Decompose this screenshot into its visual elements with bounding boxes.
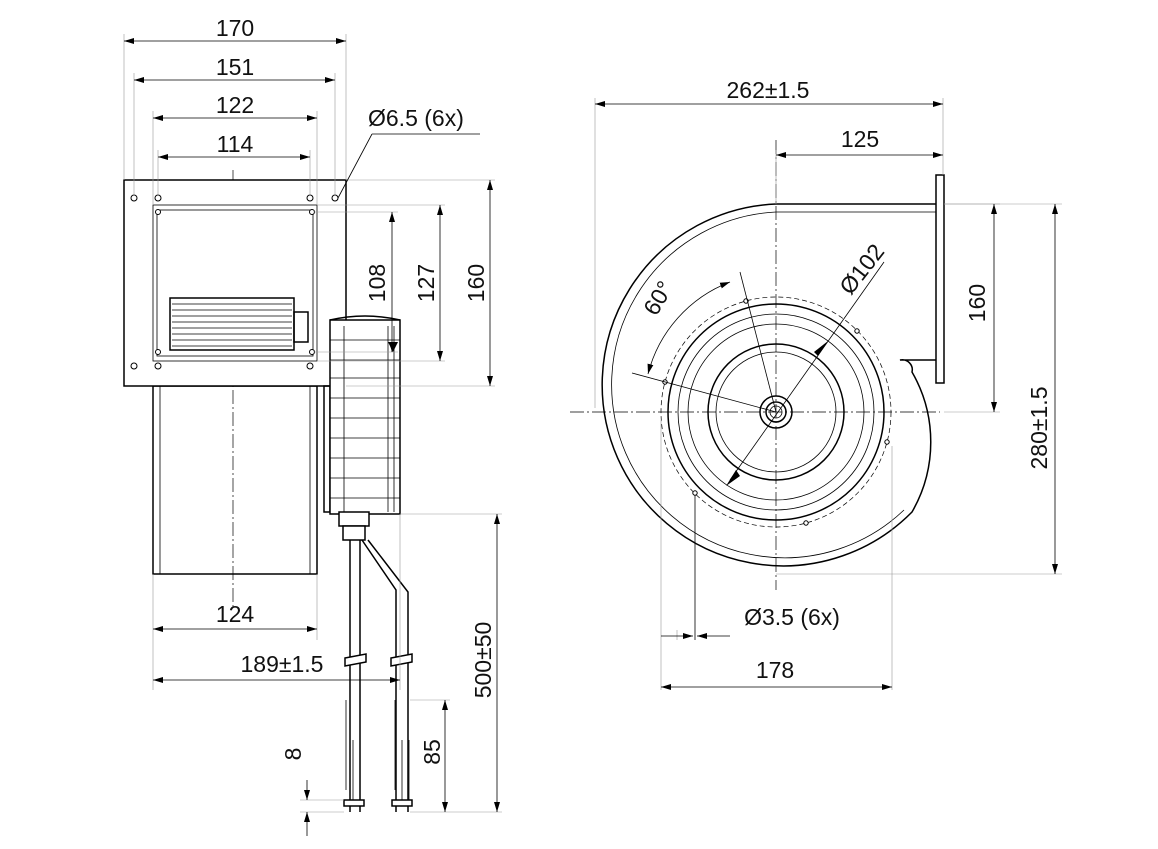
mount-hole xyxy=(854,328,860,334)
angle-construction xyxy=(631,271,777,413)
dim-height-280: 280±1.5 xyxy=(1026,387,1052,470)
flange-hole xyxy=(306,362,314,370)
extension-lines xyxy=(123,34,502,813)
front-dimension-labels: 262±1.5 125 60° Ø102 160 280±1.5 Ø3.5 (6… xyxy=(638,77,1052,683)
dim-width-114: 114 xyxy=(217,131,254,157)
dimension-labels: 170 151 122 114 Ø6.5 (6x) 160 127 108 12… xyxy=(216,15,496,765)
dim-width-178: 178 xyxy=(756,657,794,683)
flange-hole xyxy=(154,362,162,370)
mount-hole xyxy=(884,439,890,445)
dim-cable-500: 500±50 xyxy=(470,622,496,699)
flange-hole xyxy=(155,349,161,355)
cable-assembly xyxy=(338,511,413,812)
dim-width-124: 124 xyxy=(216,601,255,627)
front-extension-lines xyxy=(594,98,1062,690)
dim-width-151: 151 xyxy=(216,54,254,80)
mounting-holes-front xyxy=(662,298,890,526)
motor-face xyxy=(667,303,885,521)
dim-strip-8: 8 xyxy=(280,748,306,761)
dim-height-160: 160 xyxy=(964,284,990,322)
outlet-flange xyxy=(935,174,945,384)
dim-hole-diameter: Ø6.5 (6x) xyxy=(368,105,464,131)
diameter-leader xyxy=(726,261,885,486)
motor xyxy=(323,315,401,515)
impeller xyxy=(169,297,309,351)
flange-hole xyxy=(155,209,161,215)
hole-pitch-circle xyxy=(660,296,892,528)
dim-width-262: 262±1.5 xyxy=(727,77,810,103)
side-view: 170 151 122 114 Ø6.5 (6x) 160 127 108 12… xyxy=(123,15,502,836)
mounting-flange xyxy=(123,179,347,387)
dim-hole-diameter-front: Ø3.5 (6x) xyxy=(744,604,840,630)
front-dimension-lines xyxy=(595,101,1058,690)
mount-hole xyxy=(692,490,698,496)
dim-height-108: 108 xyxy=(364,264,390,302)
mount-hole xyxy=(803,520,809,526)
dim-height-160: 160 xyxy=(463,264,489,302)
dim-width-170: 170 xyxy=(216,15,254,41)
flange-hole xyxy=(130,362,138,370)
front-view: 262±1.5 125 60° Ø102 160 280±1.5 Ø3.5 (6… xyxy=(570,77,1062,690)
dim-width-122: 122 xyxy=(216,92,254,118)
dim-width-125: 125 xyxy=(841,126,879,152)
dim-angle-60: 60° xyxy=(638,276,678,319)
dim-height-127: 127 xyxy=(413,264,439,302)
scroll-housing xyxy=(601,203,936,567)
dim-width-189: 189±1.5 xyxy=(241,651,324,677)
dimension-lines xyxy=(124,38,500,836)
dim-cable-85: 85 xyxy=(419,739,445,765)
dim-diameter-102: Ø102 xyxy=(834,239,889,299)
